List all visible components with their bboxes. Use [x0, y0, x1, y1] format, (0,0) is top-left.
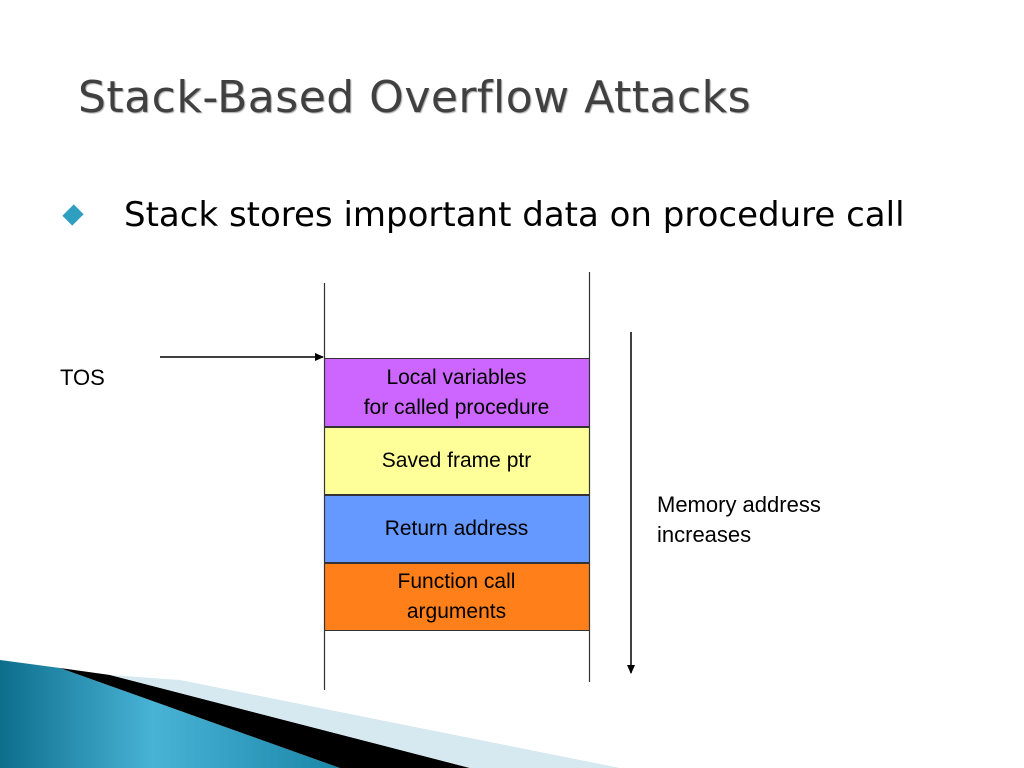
- swoosh-light: [110, 675, 620, 768]
- block-label: Return address: [384, 517, 529, 540]
- memory-address-label: Memory address increases: [657, 490, 821, 550]
- slide-title: Stack-Based Overflow Attacks: [78, 72, 752, 123]
- bullet-text: Stack stores important data on procedure…: [124, 195, 905, 235]
- stack-block-function-args: Function call arguments: [324, 563, 589, 631]
- block-label: Saved frame ptr: [381, 449, 532, 472]
- swoosh-black: [60, 668, 470, 768]
- stack-block-saved-frame-ptr: Saved frame ptr: [324, 427, 589, 495]
- block-label: Local variables for called procedure: [363, 365, 550, 419]
- block-label: Function call arguments: [397, 570, 516, 623]
- tos-label: TOS: [60, 365, 105, 390]
- memory-label-line: Memory address: [657, 492, 821, 517]
- swoosh-teal: [0, 660, 340, 768]
- memory-label-line: increases: [657, 522, 752, 547]
- stack-block-local-variables: Local variables for called procedure: [324, 358, 589, 427]
- stack-block-return-address: Return address: [324, 495, 589, 563]
